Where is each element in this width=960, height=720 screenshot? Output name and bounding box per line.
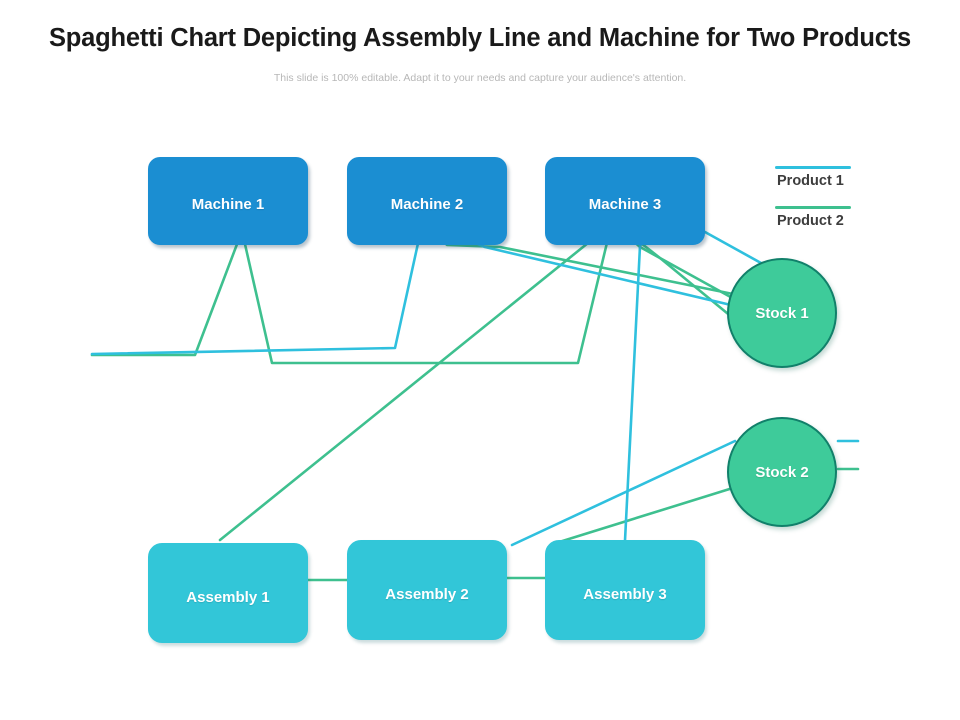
node-stock-1[interactable]: Stock 1 xyxy=(727,258,837,368)
product-2-path-4 xyxy=(554,485,738,545)
node-assembly-1[interactable]: Assembly 1 xyxy=(148,543,308,643)
node-assembly-1-label: Assembly 1 xyxy=(186,589,270,606)
node-stock-2-label: Stock 2 xyxy=(755,463,809,481)
node-stock-1-label: Stock 1 xyxy=(755,304,809,322)
node-assembly-3-label: Assembly 3 xyxy=(583,586,667,603)
product-1-path-2 xyxy=(622,215,664,562)
node-machine-1-label: Machine 1 xyxy=(191,196,265,213)
node-stock-2[interactable]: Stock 2 xyxy=(727,417,837,527)
legend-item-product-2[interactable]: Product 2 xyxy=(777,213,844,229)
node-machine-2[interactable]: Machine 2 xyxy=(347,157,507,245)
node-machine-2-label: Machine 2 xyxy=(390,196,464,213)
node-assembly-2[interactable]: Assembly 2 xyxy=(347,540,507,640)
node-machine-3-label: Machine 3 xyxy=(588,196,662,213)
legend-swatch-product-2 xyxy=(775,206,851,209)
legend-swatch-product-1 xyxy=(775,166,851,169)
page-title: Spaghetti Chart Depicting Assembly Line … xyxy=(48,24,911,52)
node-assembly-2-label: Assembly 2 xyxy=(385,586,469,603)
product-2-path-2 xyxy=(218,220,735,542)
legend-item-product-1[interactable]: Product 1 xyxy=(777,173,844,189)
node-machine-1[interactable]: Machine 1 xyxy=(148,157,308,245)
page-subtitle: This slide is 100% editable. Adapt it to… xyxy=(273,72,687,84)
product-1-path-3 xyxy=(510,439,737,547)
node-assembly-3[interactable]: Assembly 3 xyxy=(545,540,705,640)
node-machine-3[interactable]: Machine 3 xyxy=(545,157,705,245)
